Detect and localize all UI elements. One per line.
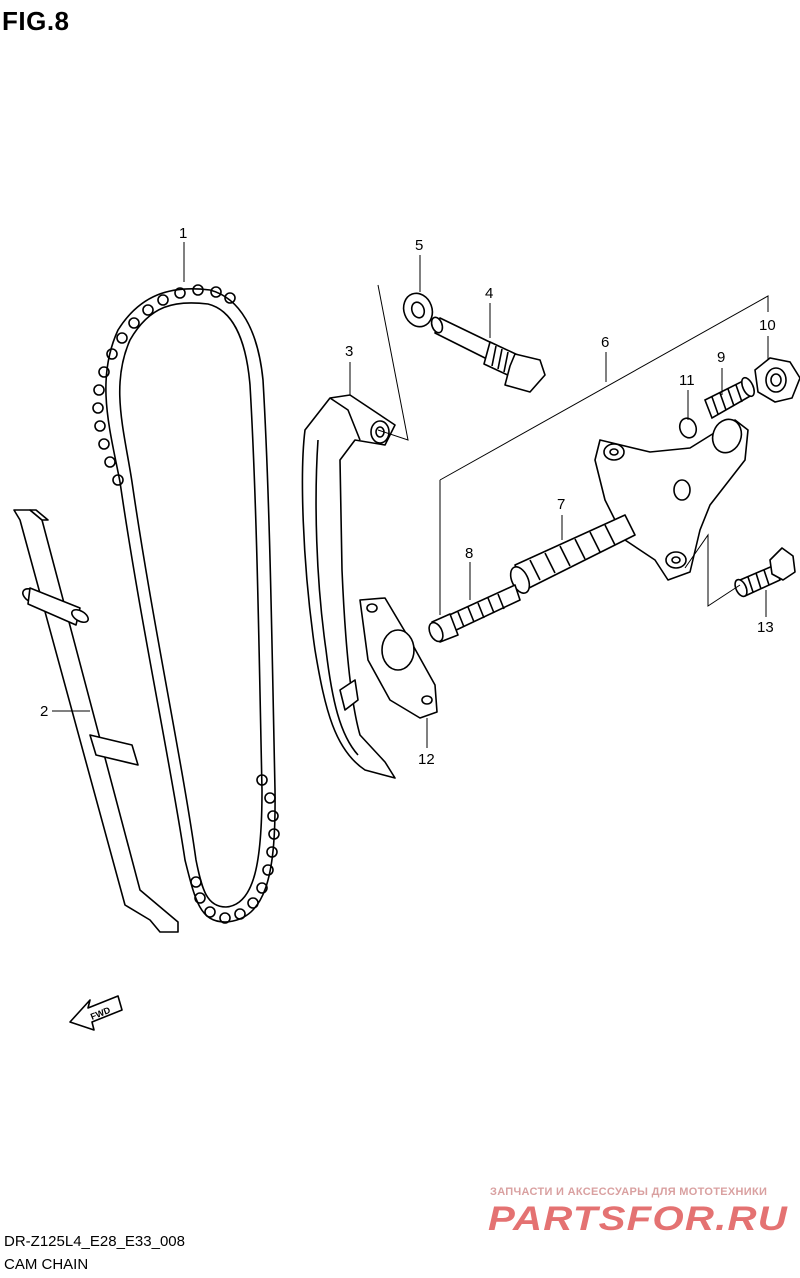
forward-arrow-icon: FWD [69,995,123,1031]
callout-6: 6 [601,334,609,351]
cap-nut-10 [754,357,800,403]
tensioner-guide [301,394,396,779]
tensioner-assembly [428,418,749,643]
callout-3: 3 [345,343,353,360]
callout-13: 13 [757,619,774,636]
callout-4: 4 [485,285,493,302]
callout-8: 8 [465,545,473,562]
watermark-logo-text: PARTSFOR.RU [488,1200,789,1238]
callout-9: 9 [717,349,725,366]
o-ring-11 [678,417,698,439]
callout-2: 2 [40,703,48,720]
callout-11: 11 [679,372,695,389]
leader-lines [52,242,769,748]
watermark-tagline: ЗАПЧАСТИ И АКСЕССУАРЫ ДЛЯ МОТОТЕХНИКИ [490,1186,768,1198]
figure-title: FIG.8 [2,6,70,36]
chain-links-upper [92,284,236,486]
callout-10: 10 [759,317,776,334]
cam-chain [92,284,280,924]
callout-7: 7 [557,496,565,513]
model-code: DR-Z125L4_E28_E33_008 [4,1233,185,1250]
callouts: 1 2 3 4 5 6 7 8 9 10 11 12 13 [40,225,776,768]
chain-links-lower [190,774,280,924]
guide-bolt [430,316,546,393]
section-title: CAM CHAIN [4,1256,89,1273]
gasket-12 [359,597,438,719]
bolt-13 [734,547,796,598]
callout-12: 12 [418,751,435,768]
callout-5: 5 [415,237,423,254]
chain-guide [13,509,179,933]
spring-9 [703,376,755,420]
washer-5 [402,292,434,328]
callout-1: 1 [179,225,187,242]
watermark-logo: PARTSFOR.RU [488,1200,789,1238]
